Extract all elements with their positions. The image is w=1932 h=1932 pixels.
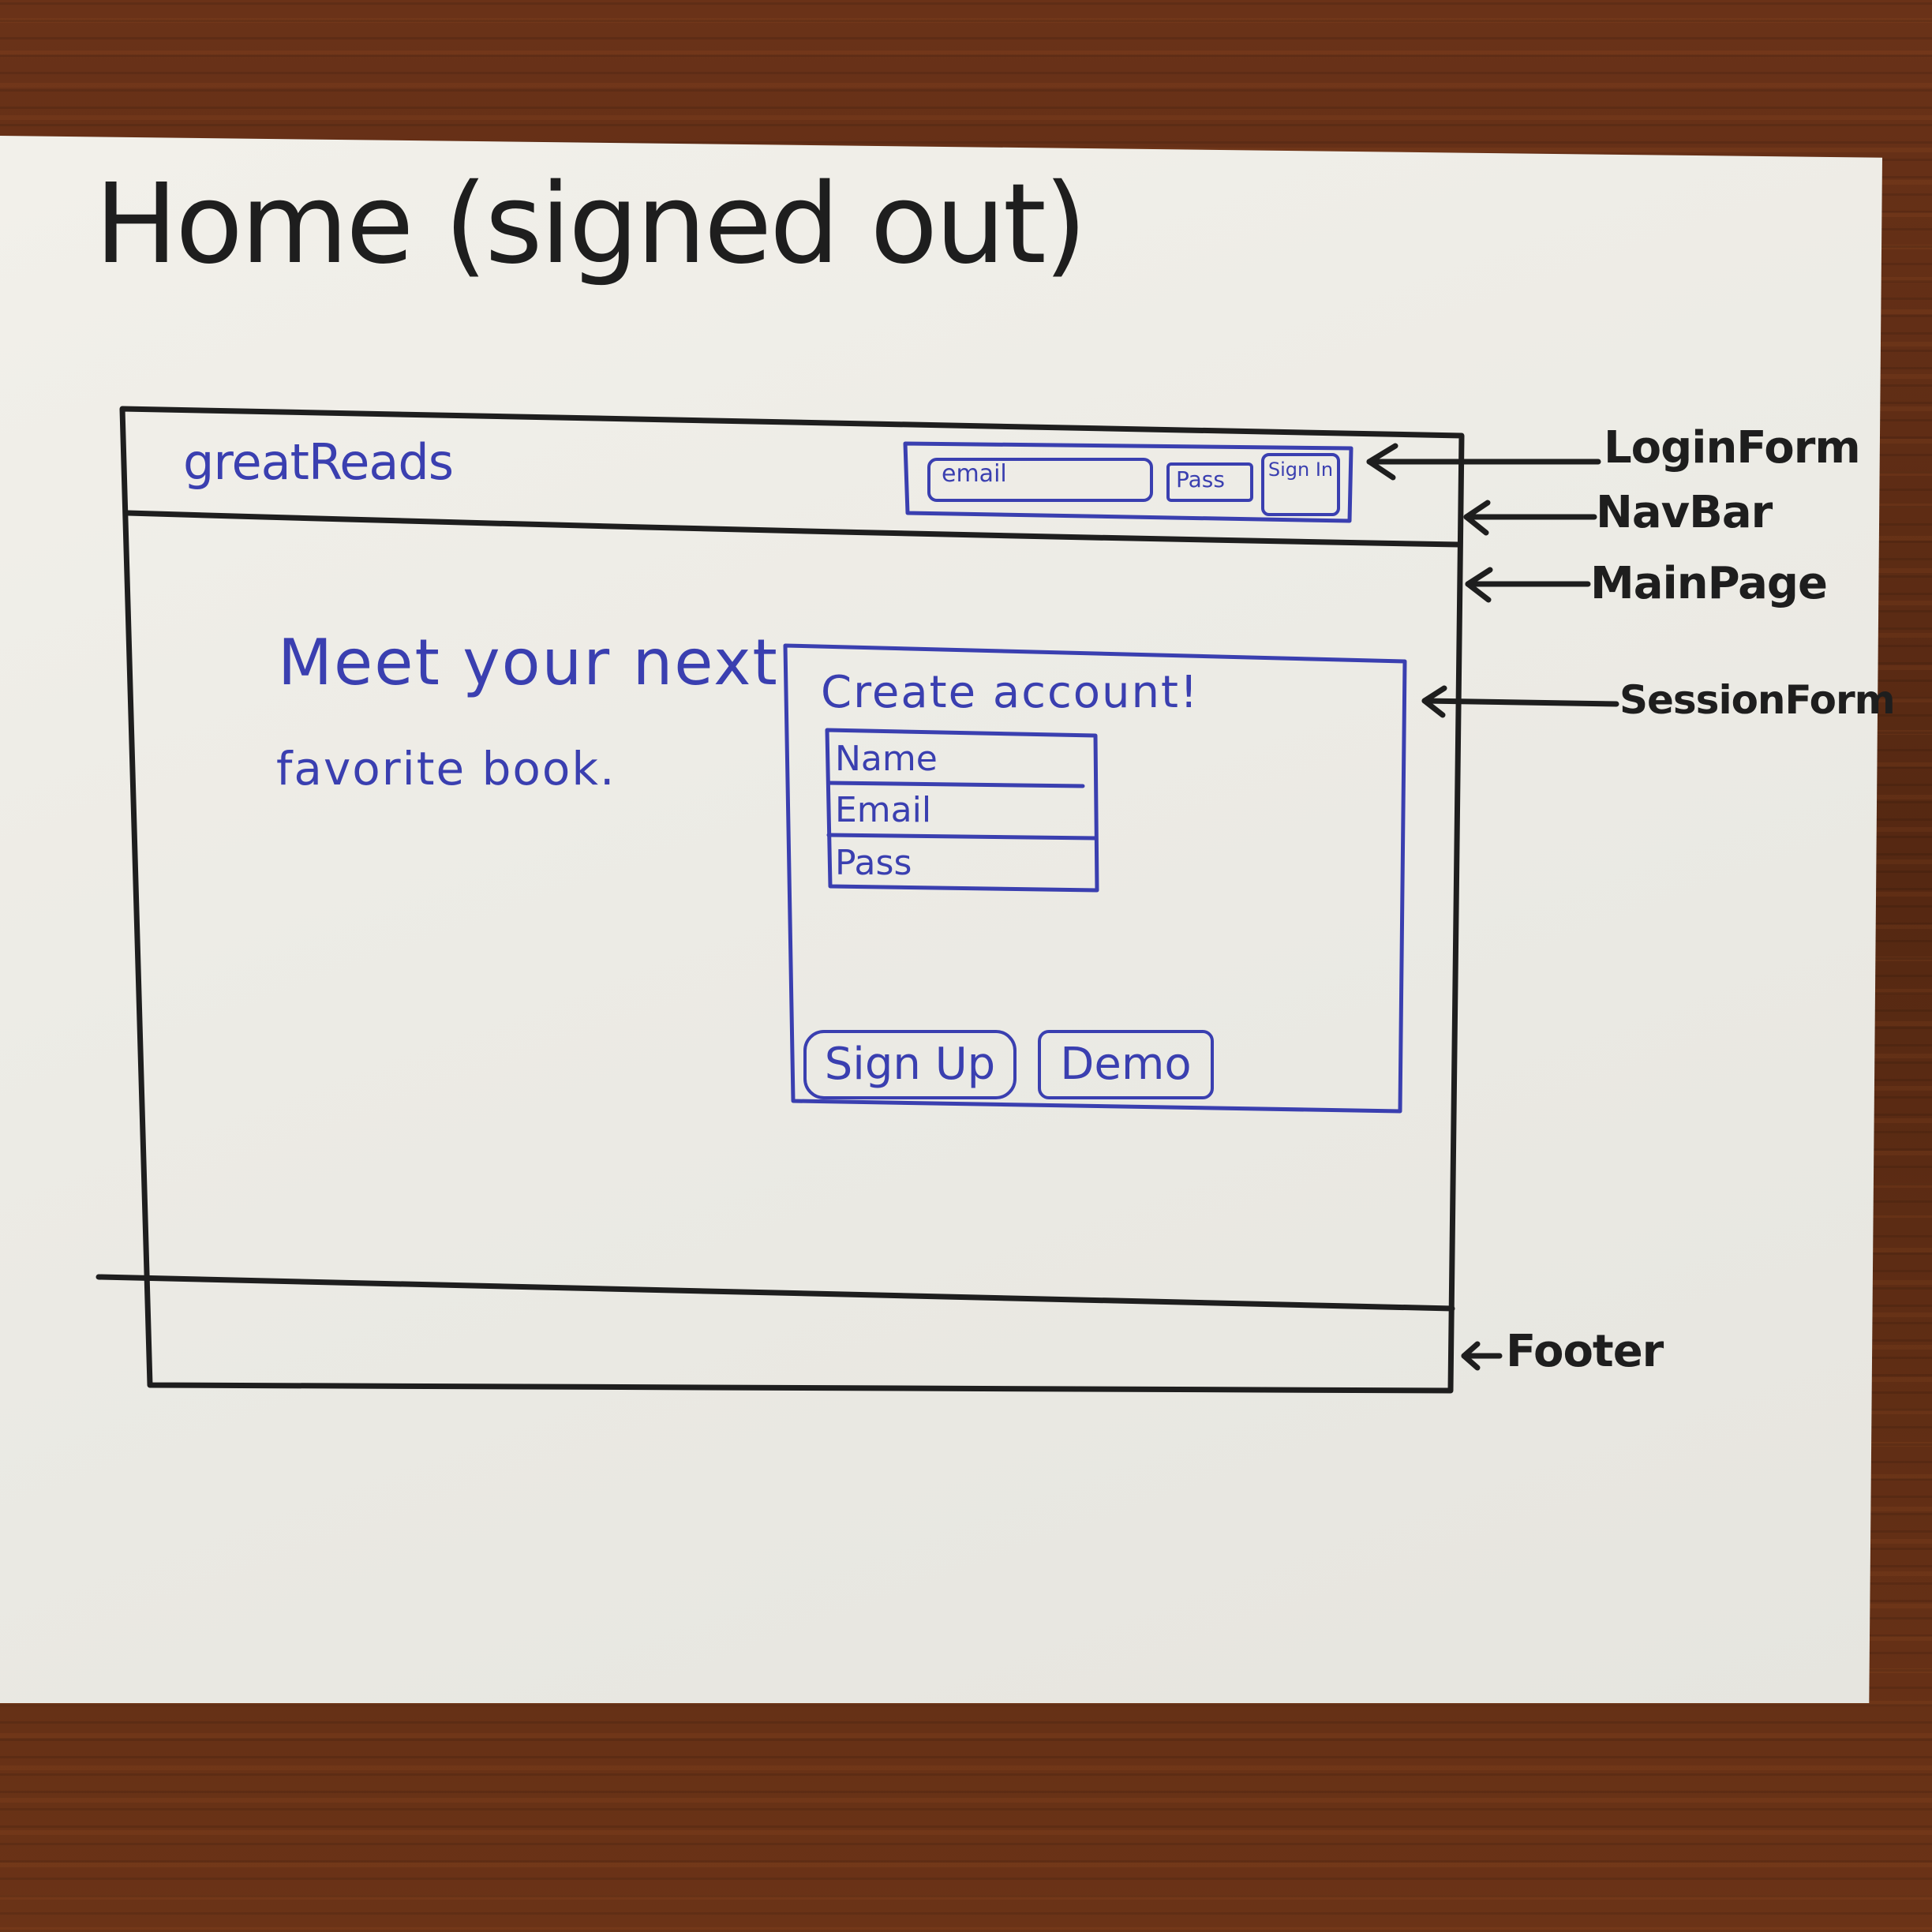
tagline-line-2: favorite book. bbox=[276, 742, 616, 796]
demo-button[interactable]: Demo bbox=[1038, 1030, 1214, 1099]
nav-pass-placeholder: Pass bbox=[1176, 466, 1225, 492]
annotation-navbar: NavBar bbox=[1596, 487, 1773, 538]
nav-sign-in-label: Sign In bbox=[1267, 459, 1334, 481]
nav-pass-input[interactable]: Pass bbox=[1166, 462, 1253, 502]
demo-label: Demo bbox=[1060, 1039, 1192, 1090]
sketch-title: Home (signed out) bbox=[95, 160, 1087, 289]
nav-email-placeholder: email bbox=[942, 460, 1007, 488]
annotation-main-page: MainPage bbox=[1590, 558, 1828, 609]
tagline-line-1: Meet your next bbox=[278, 626, 779, 699]
nav-email-input[interactable]: email bbox=[927, 458, 1153, 502]
session-name-input[interactable]: Name bbox=[835, 739, 938, 779]
annotation-footer: Footer bbox=[1506, 1326, 1664, 1377]
brand-logo[interactable]: greatReads bbox=[183, 433, 454, 491]
paper-sheet bbox=[0, 136, 1882, 1703]
nav-sign-in-button[interactable]: Sign In bbox=[1261, 453, 1340, 516]
annotation-session-form: SessionForm bbox=[1619, 677, 1896, 723]
annotation-login-form: LoginForm bbox=[1604, 422, 1861, 474]
session-pass-input[interactable]: Pass bbox=[835, 843, 912, 883]
session-form-title: Create account! bbox=[821, 667, 1200, 718]
sign-up-button[interactable]: Sign Up bbox=[803, 1030, 1017, 1099]
sign-up-label: Sign Up bbox=[824, 1039, 996, 1090]
session-email-input[interactable]: Email bbox=[835, 790, 932, 830]
